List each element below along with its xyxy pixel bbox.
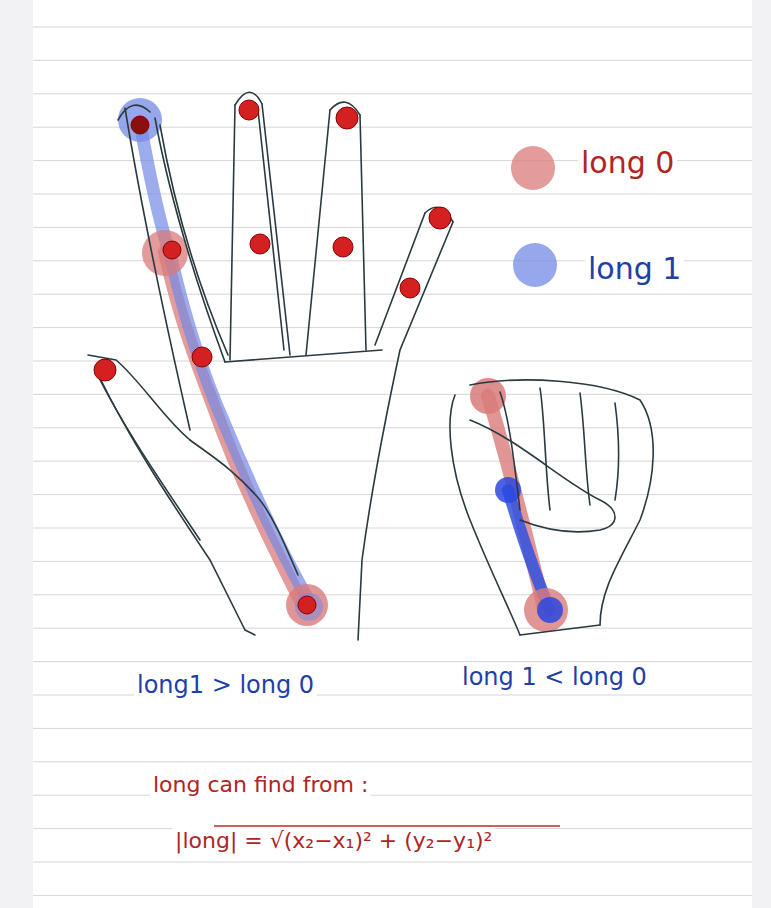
comparison-note: long1 > long 0 xyxy=(134,672,317,700)
legend-swatch xyxy=(513,243,557,287)
open-hand-sketch xyxy=(88,92,453,640)
ruled-line xyxy=(33,294,752,295)
comparison-note: long 1 < long 0 xyxy=(459,664,650,692)
ruled-line xyxy=(33,394,752,395)
legend-label: long 0 xyxy=(578,146,677,181)
ruled-line xyxy=(33,594,752,595)
ruled-line xyxy=(33,361,752,362)
ruled-line xyxy=(33,461,752,462)
ruled-lines xyxy=(33,27,752,895)
legend-swatch xyxy=(511,146,555,190)
legend-label: long 1 xyxy=(585,252,684,287)
root-bar xyxy=(214,825,560,827)
ruled-line xyxy=(33,427,752,428)
length-bands-fist xyxy=(470,378,568,632)
ruled-line xyxy=(33,494,752,495)
ruled-line xyxy=(33,862,752,863)
ruled-line xyxy=(33,728,752,729)
length-formula: |long| = √(x₂−x₁)² + (y₂−y₁)² xyxy=(172,828,495,853)
fist-sketch xyxy=(450,380,653,635)
ruled-line xyxy=(33,895,752,896)
ruled-line xyxy=(33,27,752,28)
paper xyxy=(33,0,752,908)
ruled-line xyxy=(33,795,752,796)
ruled-line xyxy=(33,327,752,328)
formula-note: long can find from : xyxy=(150,772,371,797)
ruled-line xyxy=(33,60,752,61)
length-bands-open-hand xyxy=(118,98,328,626)
ruled-line xyxy=(33,628,752,629)
ruled-line xyxy=(33,528,752,529)
ruled-line xyxy=(33,227,752,228)
ruled-line xyxy=(33,761,752,762)
ruled-line xyxy=(33,561,752,562)
ruled-line xyxy=(33,661,752,662)
joint-dots xyxy=(94,100,451,614)
ruled-line xyxy=(33,93,752,94)
